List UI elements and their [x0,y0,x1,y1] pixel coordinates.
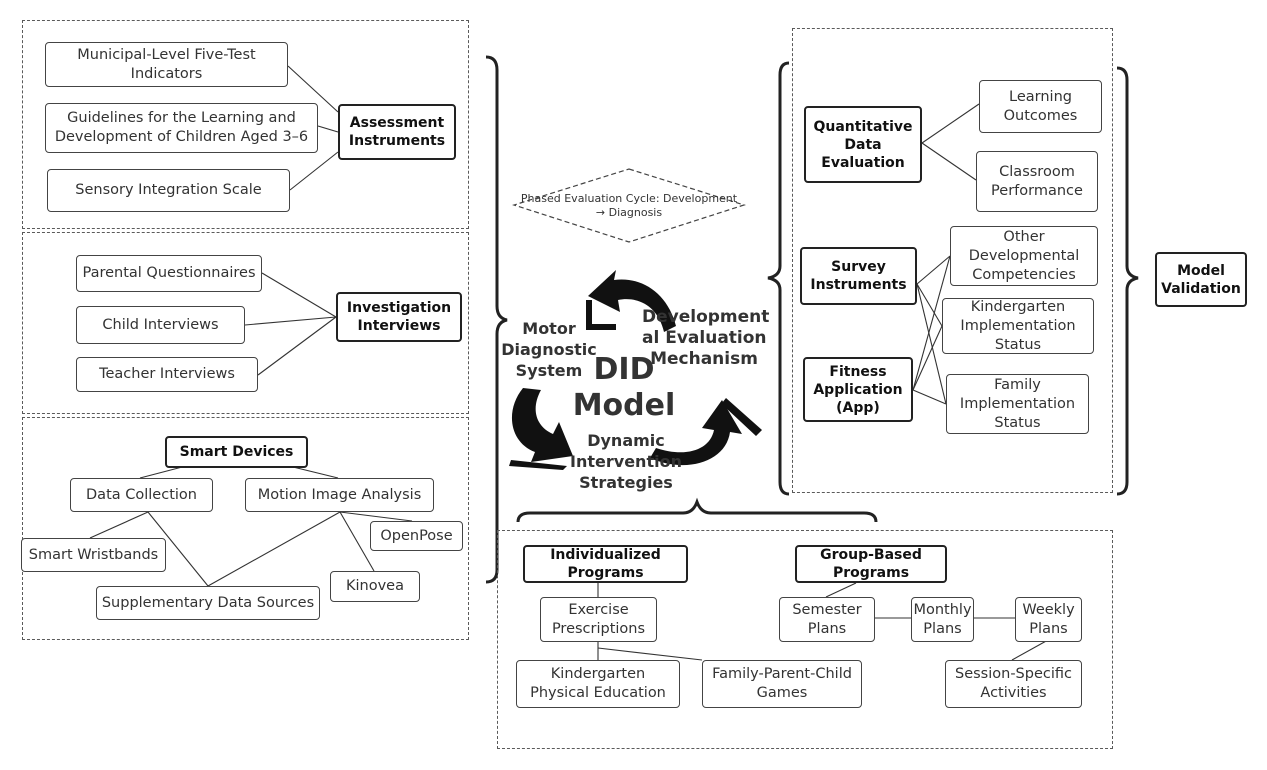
developmental-evaluation-label: Development al Evaluation Mechanism [642,307,770,370]
learning-guidelines-box: Guidelines for the Learning and Developm… [45,103,318,153]
survey-instruments-heading: Survey Instruments [800,247,917,305]
quantitative-evaluation-heading: Quantitative Data Evaluation [804,106,922,183]
developmental-evaluation-line2: al Evaluation [642,328,767,348]
assessment-panel [22,20,469,229]
motor-diagnostic-label: Motor Diagnostic System [497,318,601,381]
kindergarten-status-box: Kindergarten Implementation Status [942,298,1094,354]
programs-panel [497,530,1113,749]
developmental-evaluation-line1: Development [642,307,770,327]
sensory-integration-box: Sensory Integration Scale [47,169,290,212]
learning-outcomes-box: Learning Outcomes [979,80,1102,133]
teacher-interviews-box: Teacher Interviews [76,357,258,392]
semester-plans-box: Semester Plans [779,597,875,642]
data-collection-box: Data Collection [70,478,213,512]
did-model-title-line1: DID [593,352,655,387]
monthly-plans-box: Monthly Plans [911,597,974,642]
did-model-title: DID Model [562,352,686,424]
dynamic-intervention-line1: Dynamic [587,431,665,450]
five-test-indicators-box: Municipal-Level Five-Test Indicators [45,42,288,87]
smart-devices-panel [22,417,469,640]
motor-diagnostic-line3: System [515,361,583,380]
child-interviews-box: Child Interviews [76,306,245,344]
weekly-plans-box: Weekly Plans [1015,597,1082,642]
session-activities-box: Session-Specific Activities [945,660,1082,708]
did-model-title-line2: Model [572,388,676,423]
individualized-programs-heading: Individualized Programs [523,545,688,583]
validation-panel [792,28,1113,493]
other-competencies-box: Other Developmental Competencies [950,226,1098,286]
cycle-label-line2: → Diagnosis [595,206,663,219]
dynamic-intervention-line2: Intervention [570,452,682,471]
developmental-evaluation-line3: Mechanism [650,349,758,369]
kinovea-box: Kinovea [330,571,420,602]
assessment-instruments-heading: Assessment Instruments [338,104,456,160]
model-validation-box: Model Validation [1155,252,1247,307]
curved-arrow-right-icon [650,398,762,466]
family-status-box: Family Implementation Status [946,374,1089,434]
investigation-interviews-heading: Investigation Interviews [336,292,462,342]
investigation-panel [22,232,469,414]
curved-arrow-left-icon [509,388,573,470]
parental-questionnaires-box: Parental Questionnaires [76,255,262,292]
kindergarten-pe-box: Kindergarten Physical Education [516,660,680,708]
cycle-label: Phased Evaluation Cycle: Development → D… [514,192,744,220]
fitness-app-heading: Fitness Application (App) [803,357,913,422]
supplementary-data-box: Supplementary Data Sources [96,586,320,620]
motion-image-analysis-box: Motion Image Analysis [245,478,434,512]
dynamic-intervention-label: Dynamic Intervention Strategies [568,430,684,493]
smart-devices-heading: Smart Devices [165,436,308,468]
family-games-box: Family-Parent-Child Games [702,660,862,708]
exercise-prescriptions-box: Exercise Prescriptions [540,597,657,642]
curved-arrow-top-icon [586,270,676,332]
openpose-box: OpenPose [370,521,463,551]
dynamic-intervention-line3: Strategies [579,473,673,492]
cycle-label-line1: Phased Evaluation Cycle: Development [520,192,738,205]
smart-wristbands-box: Smart Wristbands [21,538,166,572]
group-programs-heading: Group-Based Programs [795,545,947,583]
classroom-performance-box: Classroom Performance [976,151,1098,212]
motor-diagnostic-line1: Motor [522,319,576,338]
motor-diagnostic-line2: Diagnostic [501,340,597,359]
